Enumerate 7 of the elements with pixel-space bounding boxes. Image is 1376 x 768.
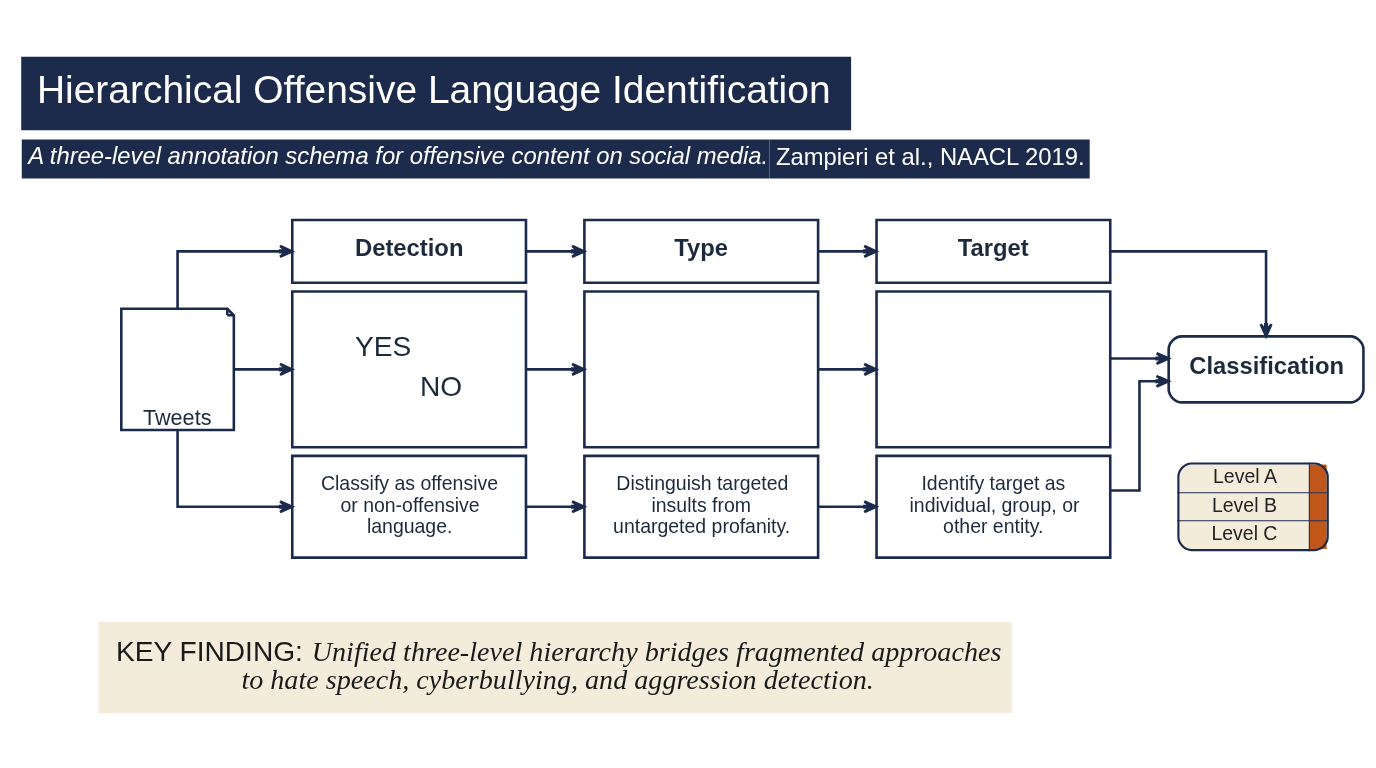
label: Zampieri et al., NAACL 2019. [775,142,1085,170]
label: Level A [1213,464,1277,487]
caption: KEY FINDING: Unified three-level hierarchy bridges fragmented approaches to hate speech, cyberbullying, and aggression detection. [115,635,1002,695]
label: A three-level annotation schema for offensive content on social media. [28,141,769,169]
diagram-title: Hierarchical Offensive Language Identification [36,67,831,111]
label: Level B [1211,493,1277,516]
label: Level C [1211,521,1278,544]
